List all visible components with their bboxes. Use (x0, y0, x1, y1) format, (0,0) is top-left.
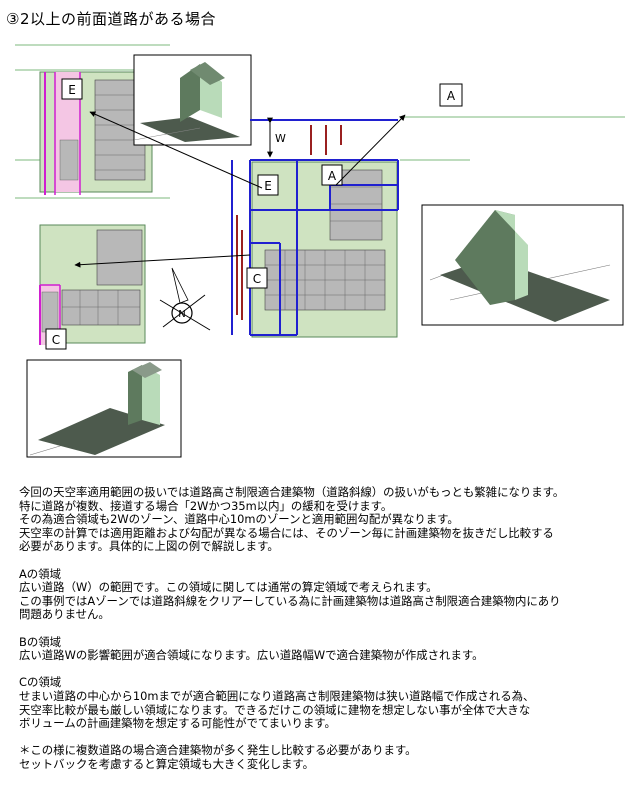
left-lower-site-plan (39, 224, 146, 345)
section-a-line: 広い道路（W）の範囲です。この領域に関しては通常の算定領域で考えられます。 (19, 580, 438, 595)
label-e-left: E (68, 83, 76, 97)
label-c-plan: C (253, 272, 261, 286)
label-e-plan: E (264, 179, 272, 193)
label-box-e-plan (257, 174, 279, 196)
intro-line: 特に道路が複数、接道する場合「2Wかつ35m以内」の緩和を受けます。 (19, 498, 393, 513)
label-box-e-left (61, 78, 83, 100)
page-title: ③2以上の前面道路がある場合 (6, 10, 216, 28)
view-3d-top (133, 54, 252, 146)
view-3d-right (421, 204, 624, 326)
note-line: セットバックを考慮すると算定領域も大きく変化します。 (19, 756, 315, 771)
section-c-heading: Cの領域 (19, 675, 62, 690)
label-box-c-left (45, 328, 67, 350)
label-box-c-plan (246, 267, 268, 289)
intro-line: 今回の天空率適用範囲の扱いでは道路高さ制限適合建築物（道路斜線）の扱いがもっとも… (19, 485, 565, 499)
note-line: ＊この様に複数道路の場合適合建築物が多く発生し比較する必要があります。 (19, 743, 417, 758)
intro-line: 必要があります。具体的に上図の例で解説します。 (19, 539, 279, 554)
section-a-line: この事例ではAゾーンでは道路斜線をクリアーしている為に計画建築物は道路高さ制限適… (19, 593, 561, 608)
section-b-heading: Bの領域 (19, 634, 61, 649)
main-site-plan (231, 117, 399, 338)
label-c-left: C (52, 333, 60, 347)
section-c-line: ボリュームの計画建築物を想定する可能性がでてまいります。 (19, 716, 336, 731)
view-3d-bottom (26, 359, 182, 458)
label-a-plan: A (328, 169, 337, 183)
label-box-a-plan (321, 164, 343, 186)
section-b-line: 広い道路Wの影響範囲が適合領域になります。広い道路幅Wで適合建築物が作成されます… (19, 648, 484, 663)
label-box-a-callout (439, 83, 463, 107)
section-a-heading: Aの領域 (19, 566, 61, 581)
explanation-text: 今回の天空率適用範囲の扱いでは道路高さ制限適合建築物（道路斜線）の扱いがもっとも… (19, 485, 634, 771)
section-a-line: 問題ありません。 (19, 607, 110, 622)
north-compass-icon (159, 267, 211, 331)
section-c-line: せまい道路の中心から10mまでが適合範囲になり道路高さ制限建築物は狭い道路幅で作… (19, 688, 535, 703)
pointer-arrows (74, 111, 406, 268)
label-w: W (275, 132, 286, 145)
north-label: N (178, 309, 185, 320)
section-c-line: 天空率比較が最も厳しい領域になります。できるだけこの領域に建物を想定しない事が全… (19, 702, 531, 717)
label-a-callout: A (447, 89, 456, 103)
intro-line: 天空率の計算では適用距離および勾配が異なる場合には、そのゾーン毎に計画建築物を抜… (19, 525, 554, 540)
diagram-figure: E C (15, 44, 625, 458)
intro-line: その為適合領域も2Wのゾーン、道路中心10mのゾーンと適用範囲勾配が異なります。 (19, 512, 459, 527)
